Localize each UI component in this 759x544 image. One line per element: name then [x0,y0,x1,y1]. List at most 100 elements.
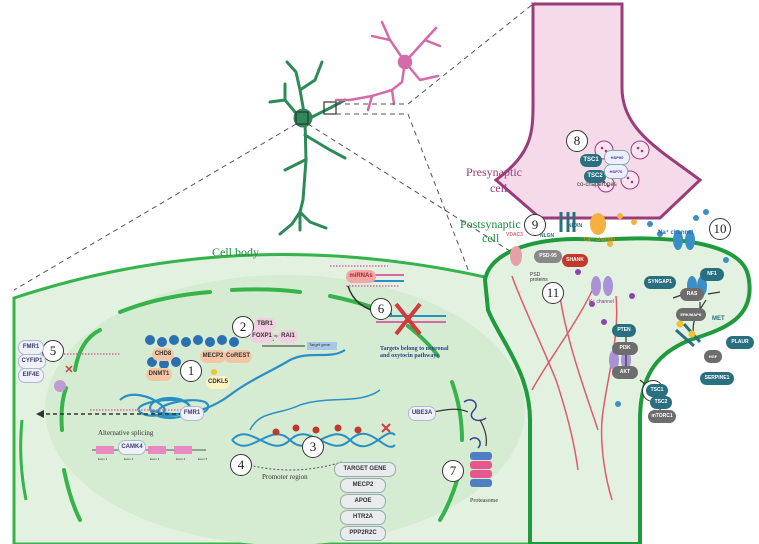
ubiquitin-icon [463,399,487,449]
mtorc1-pill: mTORC1 [648,410,676,423]
nrxn-nlgn [559,212,576,232]
target-gene-header: TARGET GENE [334,462,396,477]
target-gene-item-2: APOE [340,494,386,509]
chd8-pill: CHD8 [152,348,174,361]
ca-channel-label: Ca²⁺ channel [584,237,615,243]
promoter-brace [237,461,343,471]
exon-label-1: Exon 1 [98,457,108,461]
postsynaptic-cell-label: cell [482,231,500,245]
pi3k-pill: PI3K [612,342,638,355]
corest-pill: CoREST [224,350,252,363]
zoom-box-soma [295,111,309,125]
akt-pill: AKT [612,366,638,379]
step-number-3: 3 [302,436,324,458]
presynaptic-terminal [493,2,703,220]
hsp70-pill: HSP70 [604,164,628,179]
exon-label-5: Exon 5 [198,457,208,461]
exon-label-3: Exon 3 [150,457,160,461]
camk4-pill: CAMK4 [118,440,146,455]
met-label: MET [712,316,725,322]
pink-neuron-icon [334,20,442,112]
promoter-region-label: Promoter region [262,473,308,481]
proteasome-icon [470,452,492,487]
ca-channel-icon [590,213,606,235]
methyl-marks [272,424,362,436]
co-chaperones-label: co-chaperones [577,182,617,188]
exon-bar [92,446,206,454]
proteasome-label: Proteasome [470,498,498,504]
ras-pill: RAS [680,288,704,301]
erk-pill: ERK/MAPK [676,308,706,321]
fmr1-center-pill: FMR1 [180,406,204,421]
presynaptic-cell-label: cell [490,181,508,195]
red-x-6 [394,302,422,336]
zoom-box-axon [323,101,337,115]
alternative-splicing-label: Alternative splicing [98,429,154,437]
exon-label-2: Exon 2 [124,457,134,461]
hgf-dot-2 [688,330,696,338]
tbr1-pill: TBR1 [254,318,276,331]
step-number-6: 6 [370,298,392,320]
inhibit-x-5 [65,365,73,373]
green-neuron-icon [268,60,347,236]
cell-body-title: Cell body [212,245,259,259]
ribosome-5 [54,380,66,392]
target-gene-box [307,342,337,350]
na-channel-label: Na⁺ channel [658,230,694,236]
target-gene-mini-label: Target gene [309,342,331,347]
targets-text: Targets belong to neuronal and oxytocin … [380,346,449,360]
shank-pill: SHANK [562,254,588,267]
mecp2-box-pill: MECP2 [200,350,226,363]
target-gene-item-4: PPP2R2C [340,526,386,541]
ions [575,209,729,407]
presynaptic-label: Presynaptic [466,165,522,179]
syngap1-pill: SYNGAP1 [644,276,676,289]
nlgn-label: NLGN [540,233,555,239]
foxp1-pill: FOXP1 [250,330,274,343]
postsynaptic-label: Postsynaptic [460,217,521,231]
proteasome-arrow [479,419,487,447]
inhibit-x-3 [381,423,391,433]
tsc2-pre-pill: TSC2 [584,170,606,183]
step-number-2: 2 [232,316,254,338]
nrxn-label: NRXN [568,223,583,229]
serpine1-pill: SERPINE1 [700,372,734,385]
nucleosomes [145,335,239,369]
tsc2-pill: TSC2 [650,396,672,409]
hgf-pill: HGF [704,350,722,363]
actin-filaments [511,275,618,501]
eif4e-pill: EIF4E [18,368,44,383]
ube3a-pill: UBE3A [408,406,436,421]
step-number-1: 1 [180,360,202,382]
mirnas-pill: miRNAs [346,270,376,283]
psd-proteins-label: PSD proteins [530,272,548,283]
tsc1-pre-pill: TSC1 [580,154,602,167]
pten-pill: PTEN [612,324,636,337]
target-gene-item-1: MECP2 [340,478,386,493]
step-number-7: 7 [442,460,464,482]
exon-label-4: Exon 4 [176,457,186,461]
step-number-8: 8 [566,130,588,152]
k-channel-label: K⁺ channel [589,299,614,305]
k-channel-icon [591,276,613,296]
step-number-10: 10 [709,218,731,240]
hgf-dot [676,320,684,328]
cyfip1-pill: CYFIP1 [18,354,46,369]
fmr1-left-pill: FMR1 [18,340,44,355]
vdac3-icon [510,246,522,266]
plaur-pill: PLAUR [726,336,754,349]
hsp90-pill: HSP90 [604,150,630,165]
psd95-pill: PSD-95 [534,250,562,263]
dnmt1-pill: DNMT1 [146,368,172,381]
vdac3-label: VDAC3 [506,232,523,238]
step-number-4: 4 [230,454,252,476]
step-number-11: 11 [542,282,564,304]
cdkl5-pill: CDKL5 [206,376,230,389]
target-gene-item-3: HTR2A [340,510,386,525]
mrna-strands [55,265,400,411]
cdkl5-dot [211,369,217,375]
nf1-pill: NF1 [700,268,724,281]
step-number-9: 9 [524,214,546,236]
rai1-pill: RAI1 [278,330,298,343]
tsc1-pill: TSC1 [646,384,668,397]
